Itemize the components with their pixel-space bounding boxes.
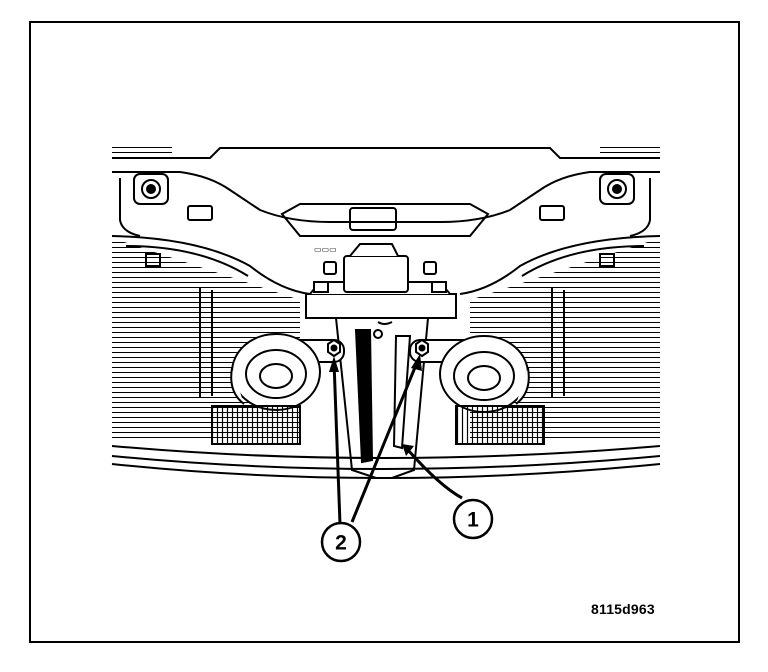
callout-1-label: 1 [467,509,479,532]
left-horn [211,333,321,445]
hood-latch: ▭▭▭ [305,243,457,319]
right-horn [439,335,545,445]
leader-lines [329,354,463,525]
horn-mounting-nuts [327,338,429,358]
callout-2-label: 2 [335,532,347,555]
latch-brackets [133,173,635,267]
svg-text:▭▭▭: ▭▭▭ [314,245,337,254]
horn-mounting-bracket [334,317,430,479]
callout-1: 1 [452,498,494,540]
callout-2: 2 [320,521,362,563]
figure-id-label: 8115d963 [591,601,655,617]
upper-crossmember [111,147,661,295]
lower-fascia [111,288,661,479]
